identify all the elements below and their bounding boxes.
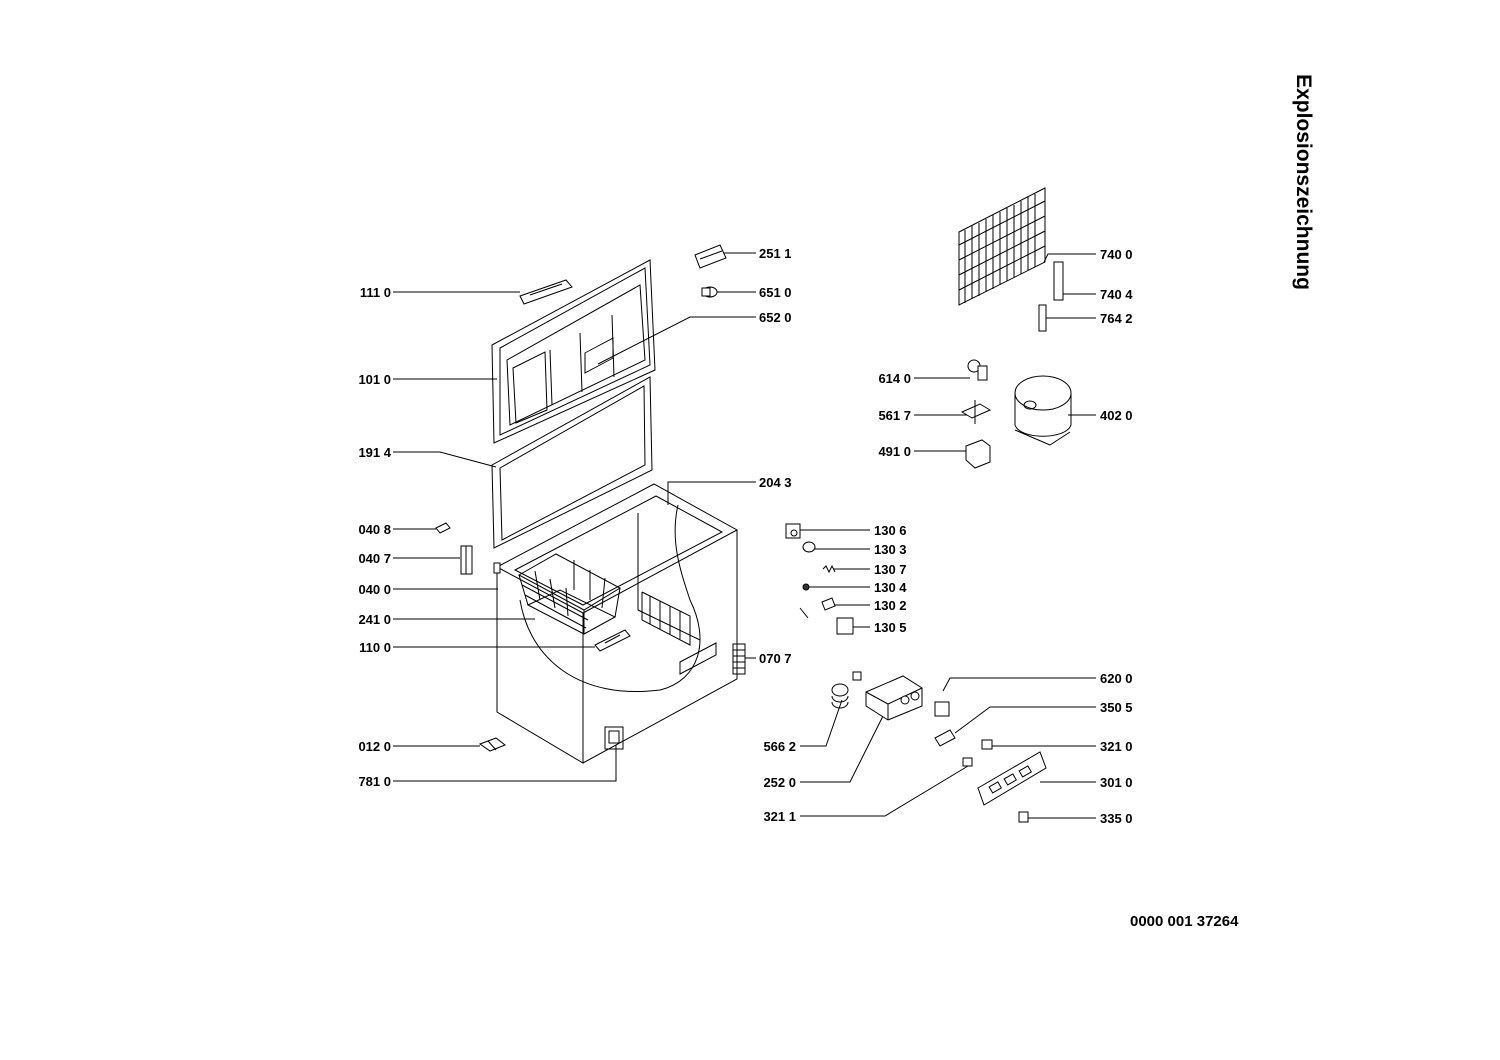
part-label-251-1: 251 1: [759, 246, 792, 261]
relay-cover: [965, 439, 991, 469]
part-110-0: [594, 629, 631, 652]
part-651-0: [701, 286, 718, 298]
part-label-764-2: 764 2: [1100, 311, 1133, 326]
part-label-130-4: 130 4: [874, 580, 907, 595]
part-335-0: [1018, 811, 1029, 823]
part-251-1: [694, 244, 727, 269]
part-label-130-5: 130 5: [874, 620, 907, 635]
part-label-204-3: 204 3: [759, 475, 792, 490]
part-label-111-0: 111 0: [359, 285, 391, 300]
part-040-0: [493, 562, 501, 574]
condenser-coil: [958, 187, 1046, 306]
part-label-130-2: 130 2: [874, 598, 907, 613]
part-label-040-0: 040 0: [358, 582, 391, 597]
part-label-321-1: 321 1: [763, 809, 796, 824]
leader-lines: [393, 252, 1096, 819]
part-label-110-0: 110 0: [359, 640, 391, 655]
compressor: [1014, 375, 1072, 446]
part-label-561-7: 561 7: [878, 408, 911, 423]
part-label-740-4: 740 4: [1100, 287, 1133, 302]
part-label-566-2: 566 2: [763, 739, 796, 754]
part-label-191-4: 191 4: [358, 445, 391, 460]
part-label-101-0: 101 0: [358, 372, 391, 387]
document-number: 0000 001 37264: [1130, 913, 1239, 930]
handle-part: [519, 279, 573, 305]
part-label-614-0: 614 0: [878, 371, 911, 386]
part-label-130-7: 130 7: [874, 562, 907, 577]
part-label-040-8: 040 8: [358, 522, 391, 537]
part-label-040-7: 040 7: [358, 551, 391, 566]
part-label-012-0: 012 0: [358, 739, 391, 754]
lid: [491, 259, 656, 444]
part-label-651-0: 651 0: [759, 285, 792, 300]
vent-grille: [732, 643, 746, 675]
lid-gasket: [491, 376, 653, 549]
part-label-301-0: 301 0: [1100, 775, 1133, 790]
control-panel: [977, 751, 1047, 806]
part-label-321-0: 321 0: [1100, 739, 1133, 754]
part-label-740-0: 740 0: [1100, 247, 1133, 262]
part-label-241-0: 241 0: [358, 612, 391, 627]
part-561-7: [960, 400, 992, 424]
part-label-350-5: 350 5: [1100, 700, 1133, 715]
wire-basket: [517, 553, 622, 635]
part-label-130-6: 130 6: [874, 523, 907, 538]
filter-drier: [1038, 304, 1047, 332]
part-label-130-3: 130 3: [874, 542, 907, 557]
part-label-335-0: 335 0: [1100, 811, 1133, 826]
part-label-491-0: 491 0: [878, 444, 911, 459]
part-label-252-0: 252 0: [763, 775, 796, 790]
hinge-parts: [785, 523, 854, 635]
drawing-title: Explosionszeichnung: [1292, 74, 1315, 290]
part-040-7: [460, 545, 473, 575]
thermostat-parts: [831, 671, 993, 767]
part-label-652-0: 652 0: [759, 310, 792, 325]
freezer-cabinet: [495, 483, 739, 764]
part-040-8: [435, 522, 451, 534]
part-label-781-0: 781 0: [358, 774, 391, 789]
part-740-4: [1053, 261, 1064, 301]
part-label-402-0: 402 0: [1100, 408, 1133, 423]
part-label-620-0: 620 0: [1100, 671, 1133, 686]
part-614-0: [967, 359, 988, 381]
part-012-0: [478, 737, 506, 752]
part-label-070-7: 070 7: [759, 651, 792, 666]
